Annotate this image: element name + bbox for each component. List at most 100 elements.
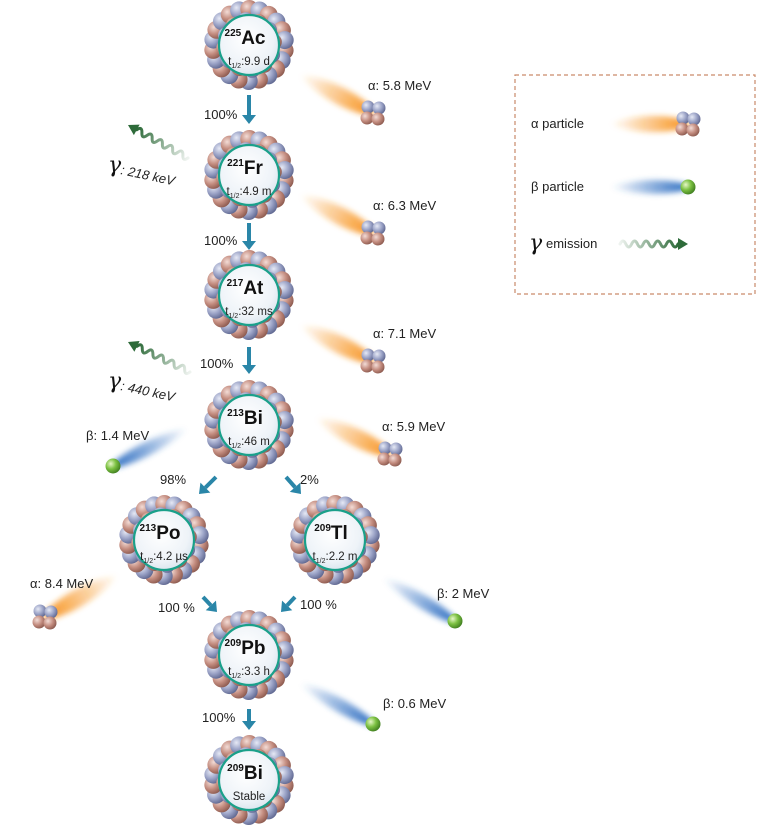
beta-particle-bi — [105, 428, 188, 474]
nucleus-core — [217, 13, 281, 77]
half-life-value: 2.2 m — [329, 551, 358, 563]
half-life-sub: 1/2 — [231, 673, 241, 680]
gamma-fr: γ : 218 keV — [108, 124, 190, 189]
nucleus-po213: 213Po t1/2:4.2 µs — [119, 495, 209, 585]
svg-text:t1/2:9.9 d: t1/2:9.9 d — [228, 56, 270, 70]
nucleus-pb209: 209Pb t1/2:3.3 h — [204, 610, 294, 700]
nucleus-bi209: 209Bi Stable — [204, 735, 294, 825]
emission-po-alpha: α: 8.4 MeV — [30, 576, 93, 591]
branch-bi-tl: 2% — [300, 472, 319, 487]
legend-frame — [514, 74, 756, 295]
emission-bi-gamma: : 440 keV — [119, 378, 177, 404]
half-life-prefix: t — [225, 306, 229, 318]
gamma-symbol: γ — [108, 369, 122, 394]
svg-text:209Tl: 209Tl — [314, 523, 348, 544]
svg-text:213Bi: 213Bi — [227, 408, 263, 429]
branch-po-pb: 100 % — [158, 600, 195, 615]
svg-text:213Po: 213Po — [140, 523, 181, 544]
emission-fr-alpha: α: 6.3 MeV — [373, 198, 436, 213]
alpha-particle-at — [300, 325, 386, 374]
nucleus-tl209: 209Tl t1/2:2.2 m — [290, 495, 380, 585]
branch-pb-bi: 100% — [202, 710, 236, 725]
half-life-value: 4.2 µs — [156, 551, 188, 563]
svg-text:209Pb: 209Pb — [225, 638, 266, 659]
nucleus-core — [303, 508, 367, 572]
alpha-particle-fr — [300, 195, 386, 246]
half-life-sub: 1/2 — [230, 193, 240, 200]
emission-bi-beta: β: 1.4 MeV — [86, 428, 149, 443]
half-life-sub: 1/2 — [143, 558, 153, 565]
legend-beta-label: β particle — [531, 179, 584, 194]
nucleus-core — [217, 143, 281, 207]
decay-arrow — [242, 709, 256, 730]
legend-beta-icon — [610, 179, 696, 195]
beta-particle-tl — [383, 578, 463, 629]
decay-arrow — [201, 595, 217, 612]
emission-fr-gamma: : 218 keV — [119, 162, 177, 188]
half-life-value: 4.9 m — [243, 186, 272, 198]
half-life-value: 9.9 d — [244, 56, 270, 68]
decay-arrow — [281, 595, 297, 612]
svg-text:217At: 217At — [227, 278, 264, 299]
nucleus-fr221: 221Fr t1/2:4.9 m — [204, 130, 294, 220]
decay-arrow — [284, 475, 301, 494]
emission-at-alpha: α: 7.1 MeV — [373, 326, 436, 341]
element-symbol: Po — [156, 523, 180, 544]
stable-label: Stable — [233, 791, 266, 803]
mass-number: 213 — [140, 523, 157, 534]
emission-ac-alpha: α: 5.8 MeV — [368, 78, 431, 93]
svg-text:t1/2:46 m: t1/2:46 m — [228, 436, 270, 450]
nucleus-at217: 217At t1/2:32 ms — [204, 250, 294, 340]
element-symbol: Fr — [244, 158, 264, 179]
svg-text:221Fr: 221Fr — [227, 158, 263, 179]
mass-number: 213 — [227, 408, 244, 419]
half-life-prefix: t — [313, 551, 317, 563]
decay-arrows — [199, 95, 301, 730]
half-life-value: 32 ms — [241, 306, 273, 318]
nucleus-core — [132, 508, 196, 572]
half-life-sub: 1/2 — [231, 443, 241, 450]
gamma-wave-icon — [127, 124, 190, 161]
decay-arrow — [242, 347, 256, 374]
gamma-wave-icon — [127, 340, 192, 376]
gamma-bi: γ : 440 keV — [108, 340, 192, 405]
half-life-prefix: t — [227, 186, 231, 198]
nucleus-core — [217, 623, 281, 687]
svg-text:t1/2:32 ms: t1/2:32 ms — [225, 306, 273, 320]
beta-particle-pb — [300, 683, 381, 732]
mass-number: 221 — [227, 158, 244, 169]
branch-fr-at: 100% — [204, 233, 238, 248]
svg-text:t1/2:2.2 m: t1/2:2.2 m — [313, 551, 358, 565]
svg-text:t1/2:4.9 m: t1/2:4.9 m — [227, 186, 272, 200]
nucleus-core — [217, 263, 281, 327]
alpha-particle-ac — [300, 75, 386, 126]
half-life-sub: 1/2 — [231, 63, 241, 70]
half-life-prefix: t — [228, 666, 232, 678]
element-symbol: Tl — [331, 523, 348, 544]
svg-text:t1/2:4.2 µs: t1/2:4.2 µs — [140, 551, 188, 565]
half-life-value: 46 m — [244, 436, 270, 448]
branch-bi-po: 98% — [160, 472, 186, 487]
half-life-prefix: t — [228, 56, 232, 68]
mass-number: 209 — [314, 523, 331, 534]
half-life-prefix: t — [228, 436, 232, 448]
emission-tl-beta: β: 2 MeV — [437, 586, 490, 601]
decay-arrow — [242, 223, 256, 250]
nucleus-core — [217, 393, 281, 457]
legend-gamma-icon — [618, 238, 688, 250]
half-life-sub: 1/2 — [316, 558, 326, 565]
decay-arrow — [242, 95, 256, 124]
emission-bi-alpha: α: 5.9 MeV — [382, 419, 445, 434]
mass-number: 217 — [227, 278, 244, 289]
decay-arrow — [199, 475, 218, 494]
branch-ac-fr: 100% — [204, 107, 238, 122]
element-symbol: Pb — [241, 638, 265, 659]
branch-tl-pb: 100 % — [300, 597, 337, 612]
legend-alpha-icon — [610, 111, 701, 137]
alpha-particle-po — [32, 575, 118, 630]
nucleus-bi213: 213Bi t1/2:46 m — [204, 380, 294, 470]
branch-at-bi: 100% — [200, 356, 234, 371]
element-symbol: Bi — [244, 763, 263, 784]
alpha-particle-bi — [316, 418, 403, 467]
